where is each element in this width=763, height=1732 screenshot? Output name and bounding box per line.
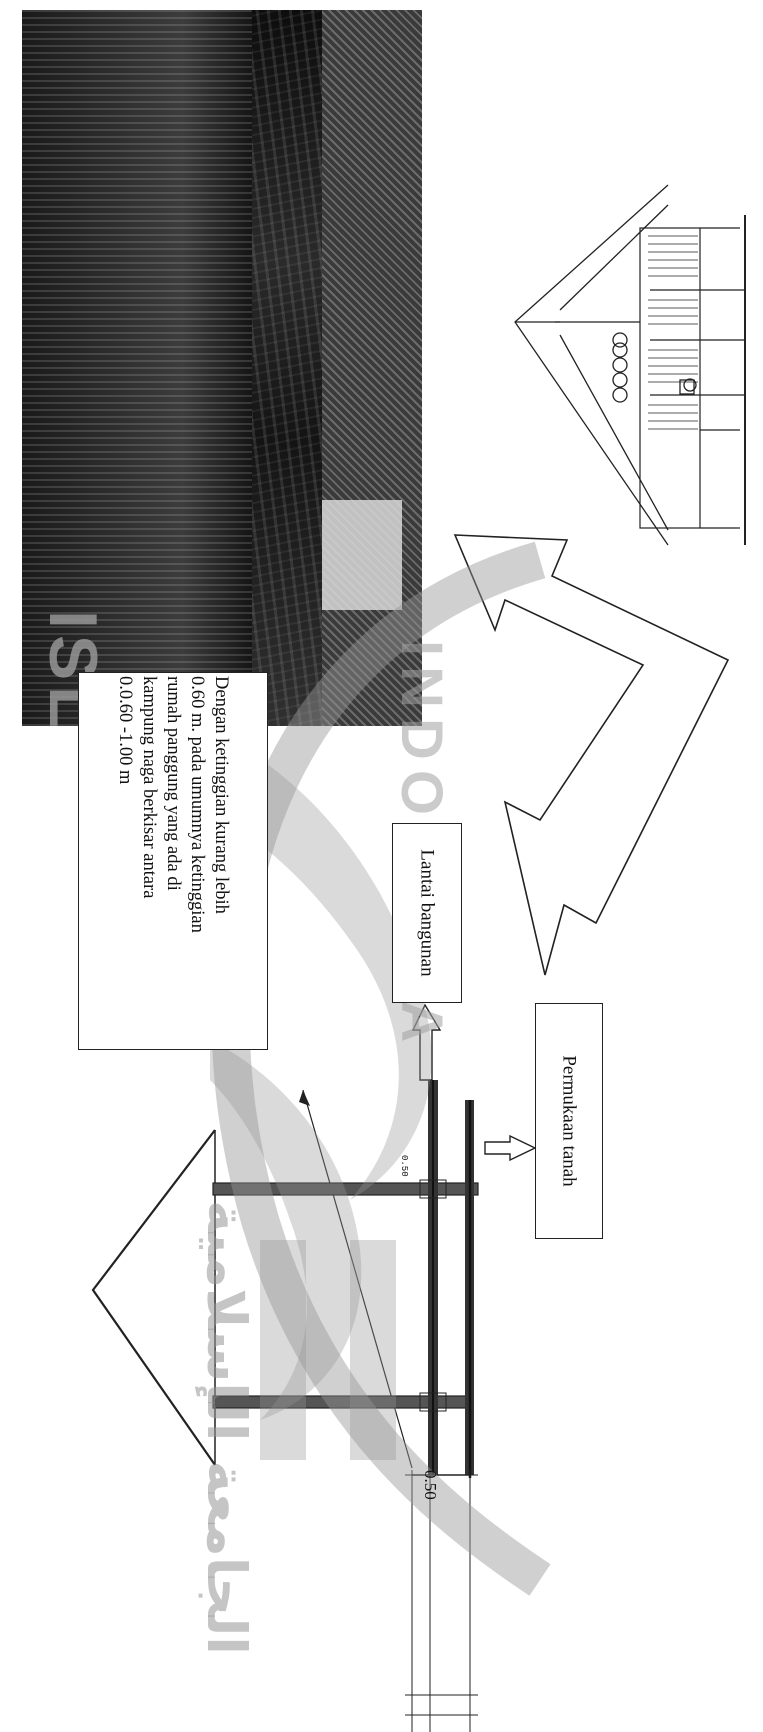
note-line-4: kampung naga berkisar antara xyxy=(139,676,159,899)
photo-wall-area xyxy=(322,500,402,610)
note-line-2: 0.60 m. pada umumnya ketinggian xyxy=(187,676,207,933)
note-height-box: Dengan ketinggian kurang lebih 0.60 m. p… xyxy=(78,672,268,1050)
house-section-sketch xyxy=(514,184,746,546)
floor-label-box: Lantai bangunan xyxy=(392,823,462,1003)
note-leader-line xyxy=(302,1089,413,1469)
note-line-3: rumah panggung yang ada di xyxy=(163,676,183,891)
photo-roof-area xyxy=(22,10,252,726)
leader-arrowhead xyxy=(299,1090,310,1106)
note-line-1: Dengan ketinggian kurang lebih xyxy=(211,676,231,914)
ground-indicator-arrow xyxy=(484,1134,537,1162)
photo-stilt-houses: ISLAM xyxy=(22,10,422,726)
dimension-tick-label: 0.50 xyxy=(399,1155,409,1177)
floor-label: Lantai bangunan xyxy=(416,849,438,977)
note-line-5: 0.0.60 -1.00 m xyxy=(115,676,135,785)
ground-label: Permukaan tanah xyxy=(558,1055,580,1187)
floor-indicator-arrow xyxy=(411,1003,442,1081)
stilt-house-section xyxy=(91,1080,479,1732)
note-text: Dengan ketinggian kurang lebih 0.60 m. p… xyxy=(113,676,233,1046)
watermark-arabic-text: الجامعة الإسلامية xyxy=(195,1200,258,1655)
dimension-label: 0.50 xyxy=(421,1470,440,1500)
ground-label-box: Permukaan tanah xyxy=(535,1003,603,1239)
connector-arrow xyxy=(453,534,730,976)
